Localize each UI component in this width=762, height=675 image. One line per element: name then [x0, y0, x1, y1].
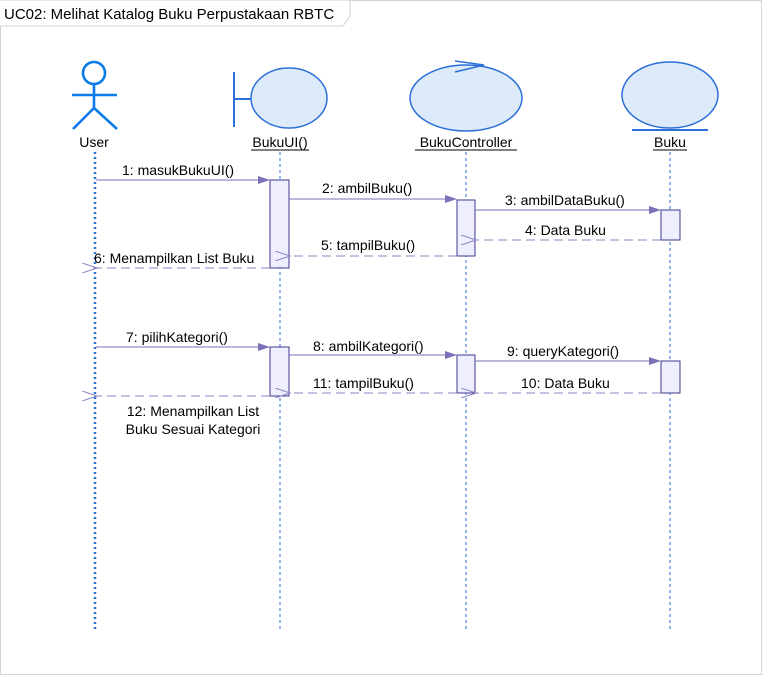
participant-label-buku: Buku: [654, 134, 686, 150]
message-label: 4: Data Buku: [525, 222, 606, 238]
activation-bar-bukuui: [269, 346, 290, 397]
message-label: 3: ambilDataBuku(): [505, 192, 625, 208]
participant-label-user: User: [79, 134, 109, 150]
message-label: 6: Menampilkan List Buku: [94, 250, 254, 266]
activation-bar-bukuui: [269, 179, 290, 269]
message-label: 8: ambilKategori(): [313, 338, 424, 354]
activation-bar-bukucontroller: [456, 354, 476, 394]
message-label: 10: Data Buku: [521, 375, 610, 391]
message-label: 11: tampilBuku(): [313, 375, 414, 391]
diagram-title: UC02: Melihat Katalog Buku Perpustakaan …: [4, 6, 334, 23]
activation-bar-buku: [660, 360, 681, 394]
participant-label-bukucontroller: BukuController: [420, 134, 513, 150]
message-label: 9: queryKategori(): [507, 343, 619, 359]
activation-bar-buku: [660, 209, 681, 241]
participant-label-bukuui: BukuUI(): [252, 134, 307, 150]
message-label: 2: ambilBuku(): [322, 180, 412, 196]
message-label-line: 12: Menampilkan List: [127, 403, 259, 419]
user-actor-icon: [72, 60, 118, 130]
diagram-title-tab: UC02: Melihat Katalog Buku Perpustakaan …: [0, 0, 351, 27]
boundary-icon: [233, 67, 328, 129]
message-label: 1: masukBukuUI(): [122, 162, 234, 178]
entity-icon: [621, 61, 719, 131]
message-label-line: Buku Sesuai Kategori: [126, 421, 261, 437]
activation-bar-bukucontroller: [456, 199, 476, 257]
control-icon: [409, 60, 523, 132]
message-label: 5: tampilBuku(): [321, 237, 415, 253]
message-label: 7: pilihKategori(): [126, 329, 228, 345]
